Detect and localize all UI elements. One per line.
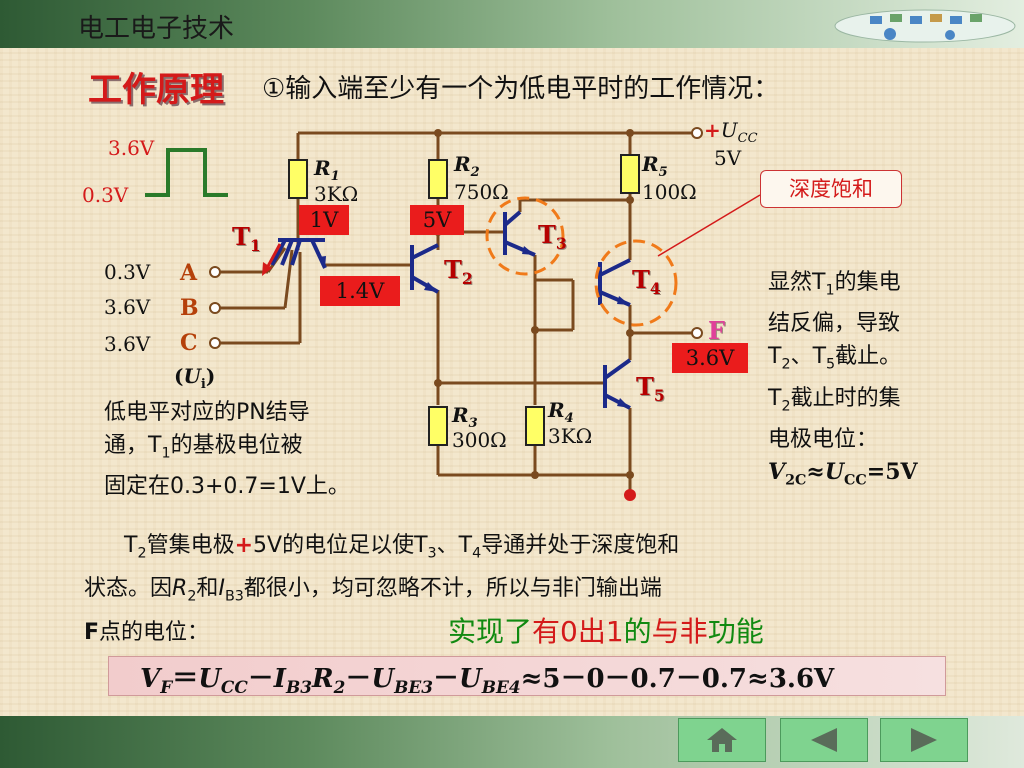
t4-highlight [594, 239, 678, 327]
t2-base-voltage: 1.4V [320, 276, 400, 306]
vcc-value: 5V [714, 146, 742, 170]
ground-node [624, 489, 636, 501]
home-button[interactable] [678, 718, 766, 762]
output-f-label: F [708, 316, 726, 345]
input-b-terminal [209, 302, 221, 314]
t3-label: T3 [538, 220, 567, 253]
t2-label: T2 [444, 255, 473, 288]
resistor-r5 [620, 154, 640, 194]
r3-label: R3 [452, 403, 478, 431]
ui-label: (Ui) [174, 364, 216, 392]
t1-base-voltage: 1V [299, 205, 349, 235]
r1-value: 3KΩ [314, 182, 359, 206]
formula-highlight [108, 656, 946, 696]
course-title: 电工电子技术 [78, 14, 235, 44]
bottom-paragraph: T2管集电极+5V的电位足以使T3、T4导通并处于深度饱和 状态。因R2和IB3… [84, 533, 680, 645]
input-c-terminal [209, 337, 221, 349]
resistor-r2 [428, 159, 448, 199]
waveform-low-label: 0.3V [82, 183, 129, 207]
output-voltage: 3.6V [672, 343, 748, 373]
section-title: 工作原理 [88, 70, 224, 110]
input-a-voltage: 0.3V [104, 260, 151, 284]
r5-value: 100Ω [642, 180, 697, 204]
next-page-button[interactable] [880, 718, 968, 762]
r5-label: R5 [642, 152, 668, 180]
function-summary: 实现了有0出1的与非功能 [448, 615, 764, 648]
t5-label: T5 [636, 372, 665, 405]
r2-node-voltage: 5V [410, 205, 464, 235]
prev-page-button[interactable] [780, 718, 868, 762]
input-waveform [145, 148, 228, 197]
r2-value: 750Ω [454, 180, 509, 204]
input-a-terminal [209, 266, 221, 278]
next-arrow-icon [911, 728, 937, 752]
r2-label: R2 [454, 152, 480, 180]
t4-label: T4 [632, 265, 661, 298]
home-icon [707, 728, 737, 752]
output-voltage-formula: VF＝UCC－IB3R2－UBE3－UBE4≈5－0－0.7－0.7≈3.6V [140, 664, 835, 698]
decorative-logo-icon [834, 9, 1016, 43]
t1-label: T1 [232, 222, 261, 255]
t3-highlight [485, 196, 565, 276]
resistor-r3 [428, 406, 448, 446]
r4-value: 3KΩ [548, 424, 593, 448]
prev-arrow-icon [811, 728, 837, 752]
input-c-label: C [180, 330, 198, 356]
right-note: 显然T1的集电 结反偏，导致 T2、T5截止。 T2截止时的集 电极电位： V2… [768, 270, 918, 489]
resistor-r1 [288, 159, 308, 199]
input-c-voltage: 3.6V [104, 332, 151, 356]
condition-heading: ①输入端至少有一个为低电平时的工作情况： [262, 74, 780, 104]
waveform-high-label: 3.6V [108, 136, 155, 160]
resistor-r4 [525, 406, 545, 446]
r1-label: R1 [314, 156, 340, 184]
left-note: 低电平对应的PN结导 通，T1的基极电位被 固定在0.3+0.7=1V上。 [104, 400, 350, 500]
input-a-label: A [180, 260, 198, 286]
output-terminal [691, 327, 703, 339]
vcc-terminal [691, 127, 703, 139]
deep-saturation-callout: 深度饱和 [760, 170, 902, 208]
r4-label: R4 [548, 398, 574, 426]
input-b-label: B [180, 295, 199, 321]
input-b-voltage: 3.6V [104, 295, 151, 319]
r3-value: 300Ω [452, 428, 507, 452]
vcc-label: +UCC [704, 118, 758, 146]
